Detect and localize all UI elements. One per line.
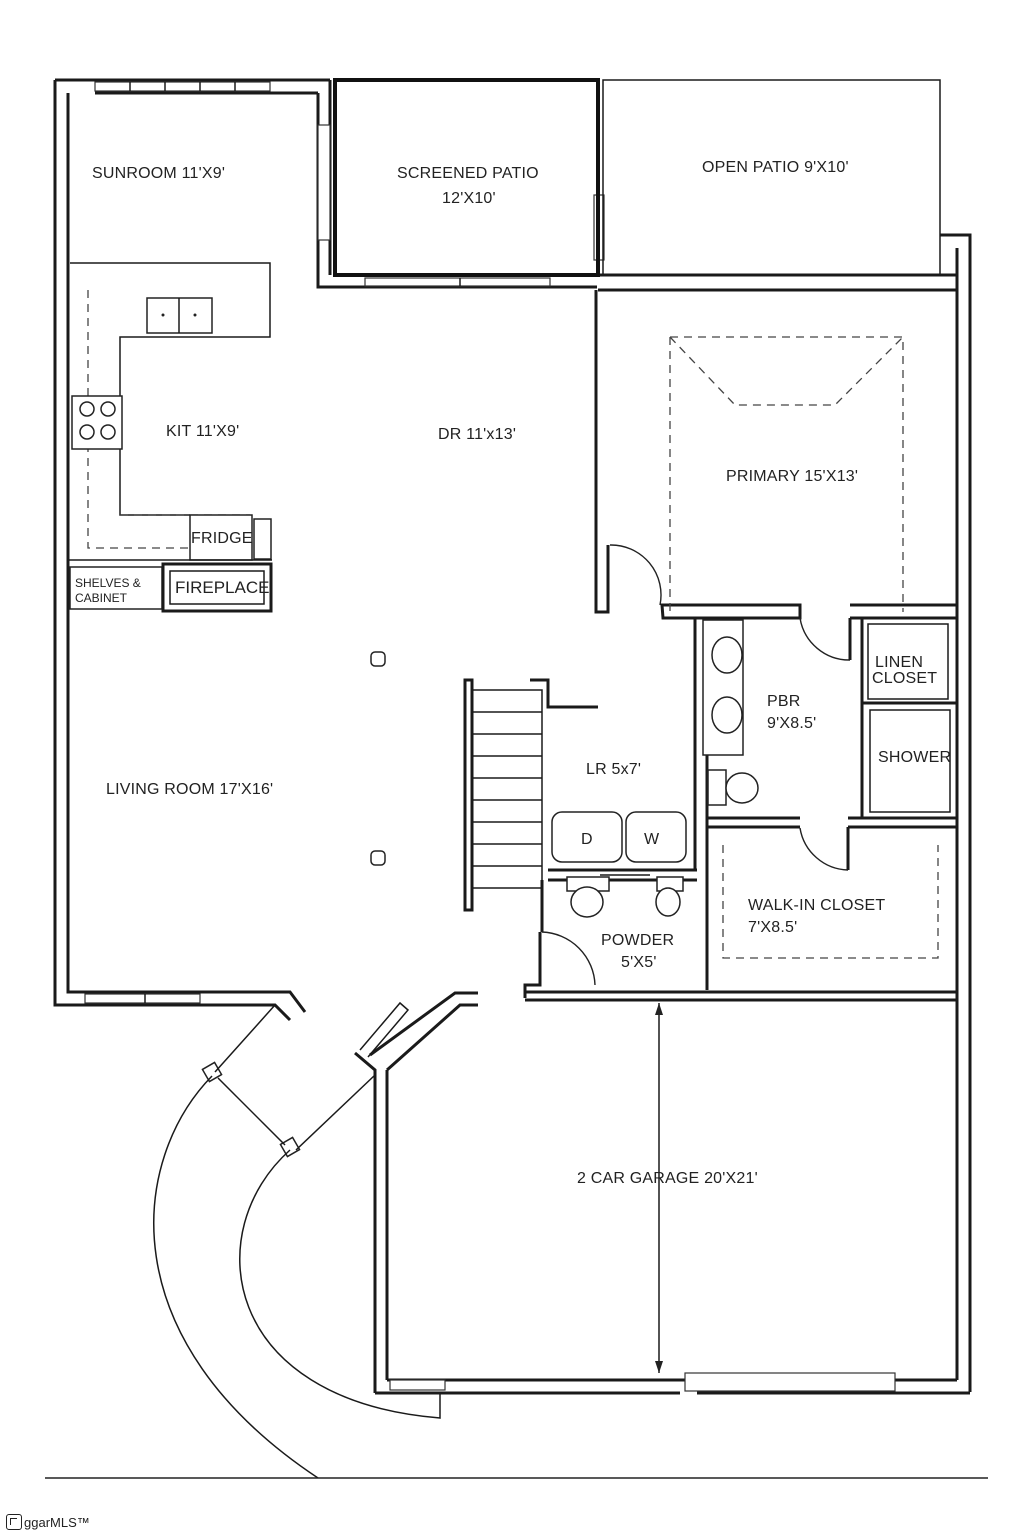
label-shelves-1: SHELVES &	[75, 576, 141, 590]
label-shower: SHOWER	[878, 749, 951, 766]
screened-patio	[333, 78, 600, 277]
entry-walkway	[153, 1001, 441, 1479]
label-primary: PRIMARY 15'X13'	[726, 468, 858, 485]
label-powder-1: POWDER	[601, 932, 674, 949]
stair-treads	[472, 711, 542, 889]
open-patio	[602, 79, 941, 276]
laundry	[548, 618, 709, 990]
label-walkin-2: 7'X8.5'	[748, 919, 797, 936]
label-fridge: FRIDGE	[191, 530, 253, 547]
primary-walls	[594, 290, 957, 620]
label-open-patio: OPEN PATIO 9'X10'	[702, 159, 849, 176]
mls-watermark-text: ggarMLS™	[24, 1514, 90, 1530]
label-sunroom: SUNROOM 11'X9'	[92, 165, 225, 182]
label-pbr-1: PBR	[767, 693, 801, 710]
label-garage: 2 CAR GARAGE 20'X21'	[577, 1170, 758, 1187]
mls-watermark: ggarMLS™	[6, 1514, 90, 1530]
label-pbr-2: 9'X8.5'	[767, 715, 816, 732]
kitchen-counters	[68, 262, 272, 561]
label-linen-1: LINEN	[875, 654, 923, 671]
windows	[84, 81, 896, 1392]
walk-in-closet	[722, 845, 939, 959]
label-living: LIVING ROOM 17'X16'	[106, 781, 273, 798]
mls-logo-icon	[6, 1514, 22, 1530]
label-linen-2: CLOSET	[872, 670, 937, 687]
label-screened-patio-1: SCREENED PATIO	[397, 165, 539, 182]
label-laundry: LR 5x7'	[586, 761, 641, 778]
label-screened-patio-2: 12'X10'	[442, 190, 496, 207]
columns	[370, 651, 386, 866]
label-washer: W	[644, 831, 660, 848]
room-labels: SUNROOM 11'X9' SCREENED PATIO 12'X10' OP…	[75, 159, 951, 1187]
primary-bath	[702, 616, 959, 871]
shelves-fireplace	[69, 562, 273, 613]
label-fireplace: FIREPLACE	[175, 578, 269, 597]
label-dining: DR 11'x13'	[438, 426, 516, 443]
label-dryer: D	[581, 831, 593, 848]
garage-dimension	[655, 1003, 663, 1373]
label-shelves-2: CABINET	[75, 591, 128, 605]
label-powder-2: 5'X5'	[621, 954, 657, 971]
label-kitchen: KIT 11'X9'	[166, 423, 239, 440]
stairs	[463, 678, 598, 912]
powder-room	[523, 874, 684, 998]
label-walkin-1: WALK-IN CLOSET	[748, 897, 885, 914]
